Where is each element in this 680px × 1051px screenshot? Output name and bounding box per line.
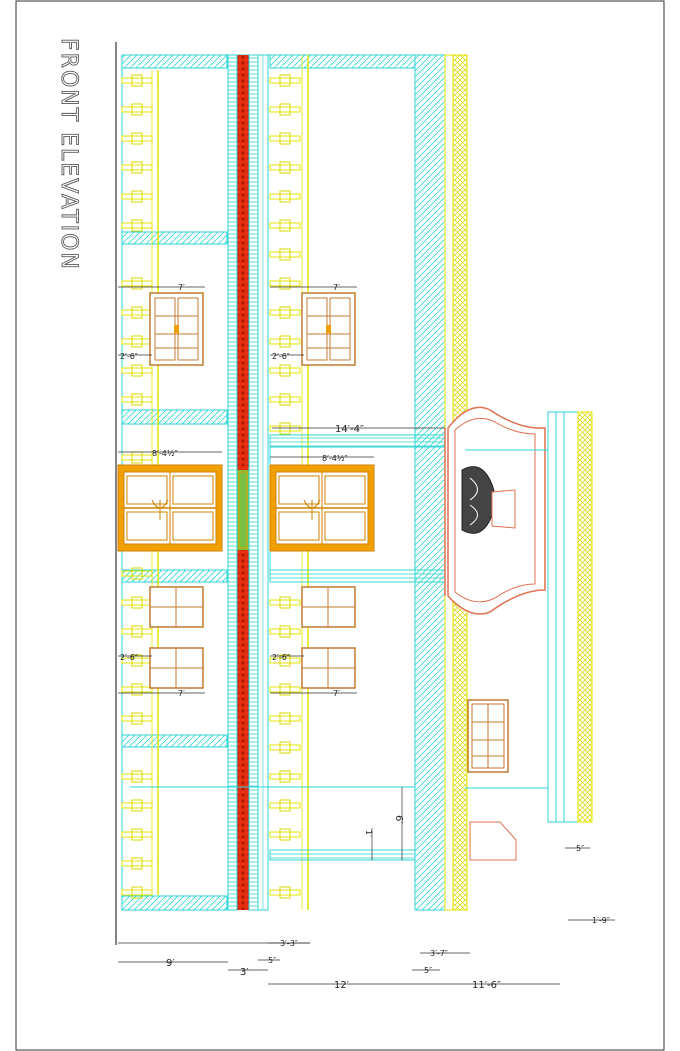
portico-block xyxy=(465,411,593,861)
slab-2 xyxy=(121,409,228,425)
window-1 xyxy=(149,292,204,366)
baluster xyxy=(121,712,153,725)
dim-9: 9′ xyxy=(166,958,175,969)
dim-2-6-a: 2′-6″ xyxy=(120,352,138,361)
baluster xyxy=(269,625,301,638)
dim-8-4-lower: 8′-4½″ xyxy=(322,454,348,463)
slab-1 xyxy=(121,231,228,245)
baluster xyxy=(269,103,301,116)
dim-12: 12′ xyxy=(334,980,350,991)
baluster xyxy=(269,422,301,435)
baluster xyxy=(121,306,153,319)
baluster xyxy=(121,103,153,116)
baluster xyxy=(269,161,301,174)
baluster xyxy=(269,74,301,87)
door-left xyxy=(117,464,223,552)
baluster xyxy=(121,335,153,348)
dim-11-6: 11′-6″ xyxy=(472,980,501,991)
dim-7-a: 7′ xyxy=(178,283,185,292)
dim-7-c: 7′ xyxy=(178,689,185,698)
baluster xyxy=(121,596,153,609)
window-4 xyxy=(301,586,356,689)
dim-3: 3′ xyxy=(240,967,249,978)
baluster xyxy=(121,799,153,812)
baluster-row-mid xyxy=(269,74,301,899)
dim-7-d: 7′ xyxy=(333,689,340,698)
dim-2-6-b: 2′-6″ xyxy=(272,352,290,361)
baluster xyxy=(121,828,153,841)
door-right xyxy=(269,464,375,552)
baluster-row-left xyxy=(121,74,153,899)
baluster xyxy=(269,683,301,696)
slab-5 xyxy=(121,895,228,911)
baluster xyxy=(269,393,301,406)
baluster xyxy=(269,219,301,232)
baluster xyxy=(269,335,301,348)
baluster xyxy=(121,393,153,406)
dim-14-4: 14′-4″ xyxy=(335,424,364,435)
baluster xyxy=(121,74,153,87)
baluster xyxy=(121,161,153,174)
dim-5-c: 5″ xyxy=(576,844,584,853)
dim-3-3: 3′-3″ xyxy=(280,939,298,948)
baluster xyxy=(121,625,153,638)
slab-4 xyxy=(121,734,228,748)
baluster xyxy=(121,364,153,377)
sheet-border xyxy=(15,0,665,1051)
dim-1-9: 1′-9″ xyxy=(592,916,610,925)
main-doors xyxy=(117,464,375,552)
dim-2-6-d: 2′-6″ xyxy=(272,653,290,662)
window-5 xyxy=(467,699,509,773)
dimensions: 14′-4″ 8′-4½″ 8′-4½″ 7′ 7′ 7′ 7′ 2′-6″ 2… xyxy=(118,283,615,991)
baluster xyxy=(269,277,301,290)
baluster xyxy=(269,712,301,725)
baluster xyxy=(121,219,153,232)
baluster xyxy=(269,799,301,812)
dim-7-b: 7′ xyxy=(333,283,340,292)
dim-5-b: 5″ xyxy=(424,966,432,975)
baluster xyxy=(121,857,153,870)
baluster xyxy=(121,451,153,464)
dim-2-6-c: 2′-6″ xyxy=(120,653,138,662)
baluster xyxy=(269,596,301,609)
windows xyxy=(149,292,509,773)
drawing-title: FRONT ELEVATION xyxy=(56,38,81,271)
baluster xyxy=(269,770,301,783)
baluster xyxy=(269,190,301,203)
window-2 xyxy=(301,292,356,366)
dim-5-a: 5″ xyxy=(268,956,276,965)
dim-1: 1′ xyxy=(364,830,373,837)
ornate-pediment xyxy=(444,406,546,615)
window-3 xyxy=(149,586,204,689)
baluster xyxy=(121,770,153,783)
baluster xyxy=(269,741,301,754)
baluster xyxy=(121,190,153,203)
dim-6: 6′ xyxy=(393,815,404,824)
dim-3-7: 3′-7″ xyxy=(430,949,448,958)
baluster xyxy=(269,654,301,667)
baluster xyxy=(269,132,301,145)
baluster xyxy=(269,886,301,899)
dim-8-4-upper: 8′-4½″ xyxy=(152,449,178,458)
baluster xyxy=(269,828,301,841)
baluster xyxy=(269,364,301,377)
baluster xyxy=(269,306,301,319)
baluster xyxy=(269,248,301,261)
baluster xyxy=(121,132,153,145)
